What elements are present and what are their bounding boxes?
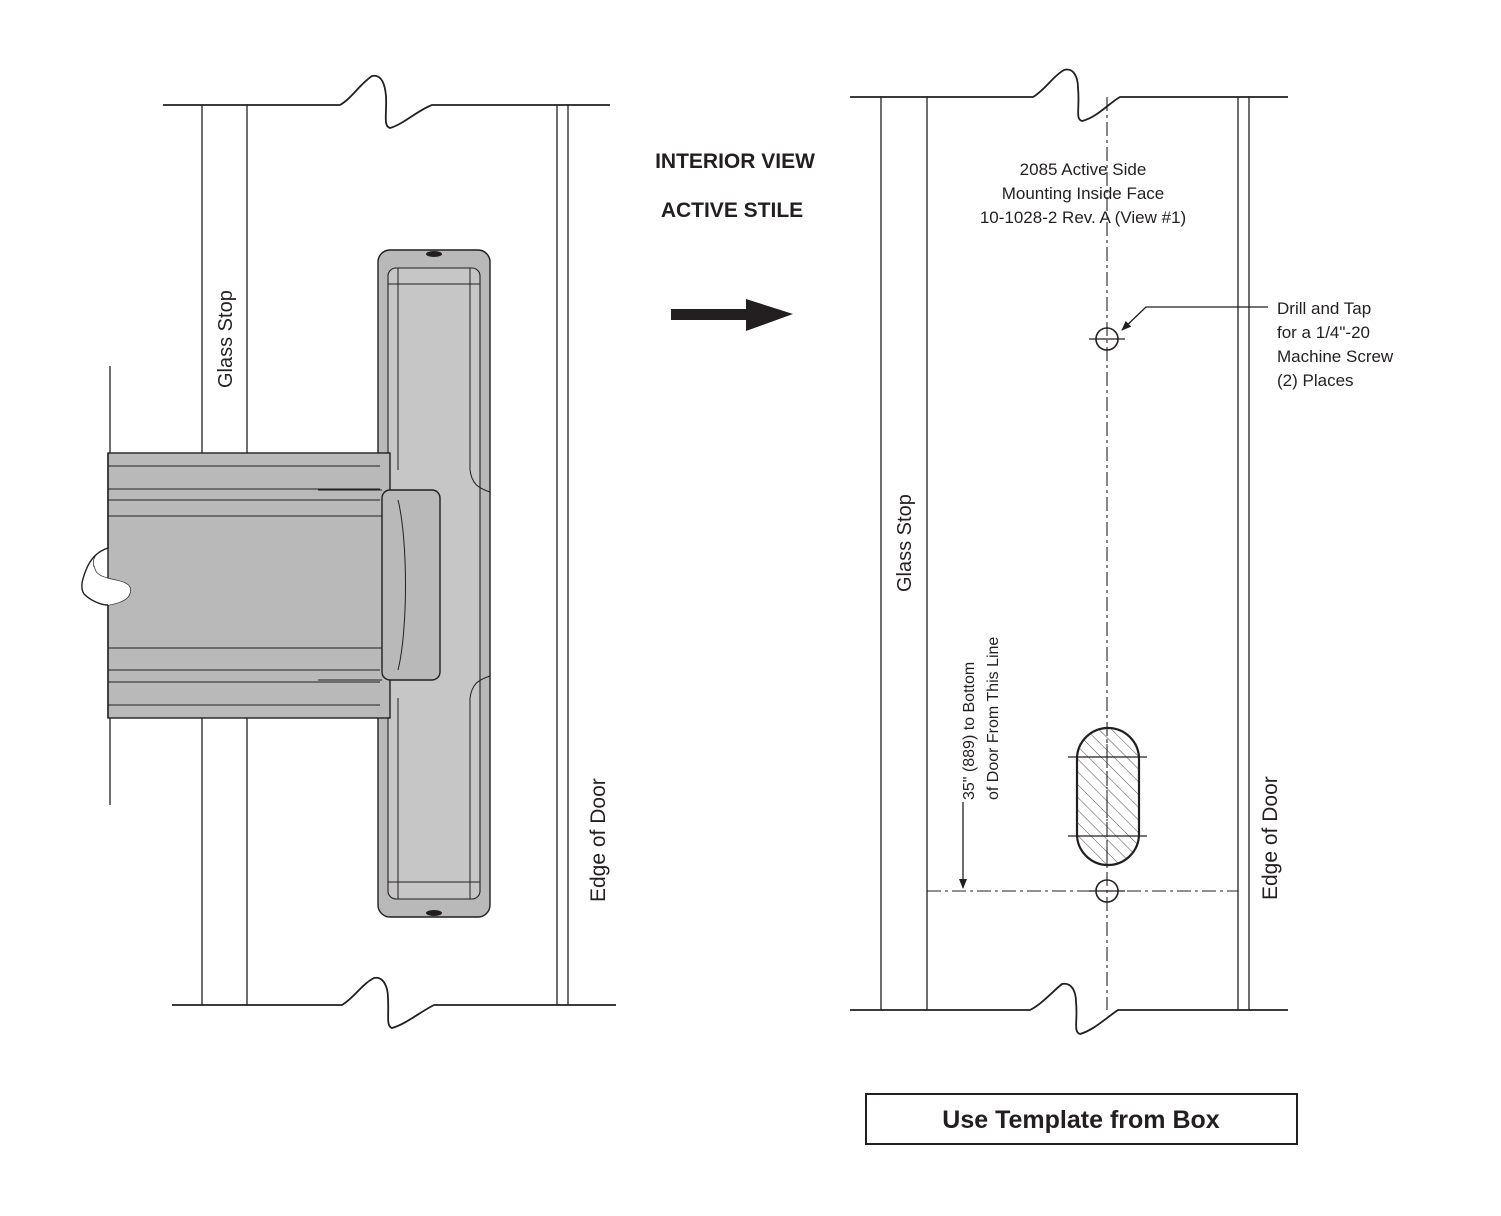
- use-template-label: Use Template from Box: [942, 1106, 1219, 1134]
- template-title-line-2: Mounting Inside Face: [1002, 184, 1165, 203]
- right-edge-of-door-label: Edge of Door: [1259, 776, 1282, 900]
- drill-note-line-4: (2) Places: [1277, 371, 1354, 390]
- push-bar-rail: [80, 452, 395, 719]
- right-stile-view: 2085 Active Side Mounting Inside Face 10…: [850, 68, 1394, 1035]
- dimension-note-line-2: of Door From This Line: [985, 637, 1002, 800]
- drill-note-line-1: Drill and Tap: [1277, 299, 1371, 318]
- through-slot-cutout: [1068, 726, 1147, 867]
- drill-note-line-3: Machine Screw: [1277, 347, 1394, 366]
- left-top-break-line: [163, 74, 610, 129]
- interior-view-heading: INTERIOR VIEW: [655, 150, 815, 173]
- dimension-note-line-1: 35" (889) to Bottom: [961, 662, 978, 800]
- left-stile-view: Glass Stop Edge of Door: [80, 74, 616, 1029]
- left-edge-of-door-label: Edge of Door: [587, 778, 610, 902]
- template-title-line-3: 10-1028-2 Rev. A (View #1): [980, 208, 1186, 227]
- left-bottom-break-line: [172, 976, 616, 1029]
- right-bottom-break-line: [850, 982, 1288, 1035]
- use-template-box: Use Template from Box: [865, 1093, 1298, 1145]
- direction-arrow-icon: [671, 299, 793, 331]
- drill-note-leader: [1121, 306, 1268, 331]
- right-top-break-line: [850, 68, 1288, 122]
- upper-drill-hole-icon: [1089, 327, 1125, 351]
- active-stile-heading: ACTIVE STILE: [661, 199, 803, 222]
- drill-note-line-2: for a 1/4"-20: [1277, 323, 1370, 342]
- lower-drill-hole-icon: [1089, 879, 1125, 903]
- push-bar-collar: [318, 489, 441, 681]
- right-glass-stop-label: Glass Stop: [894, 494, 916, 592]
- left-glass-stop-label: Glass Stop: [215, 290, 237, 388]
- template-title-line-1: 2085 Active Side: [1020, 160, 1147, 179]
